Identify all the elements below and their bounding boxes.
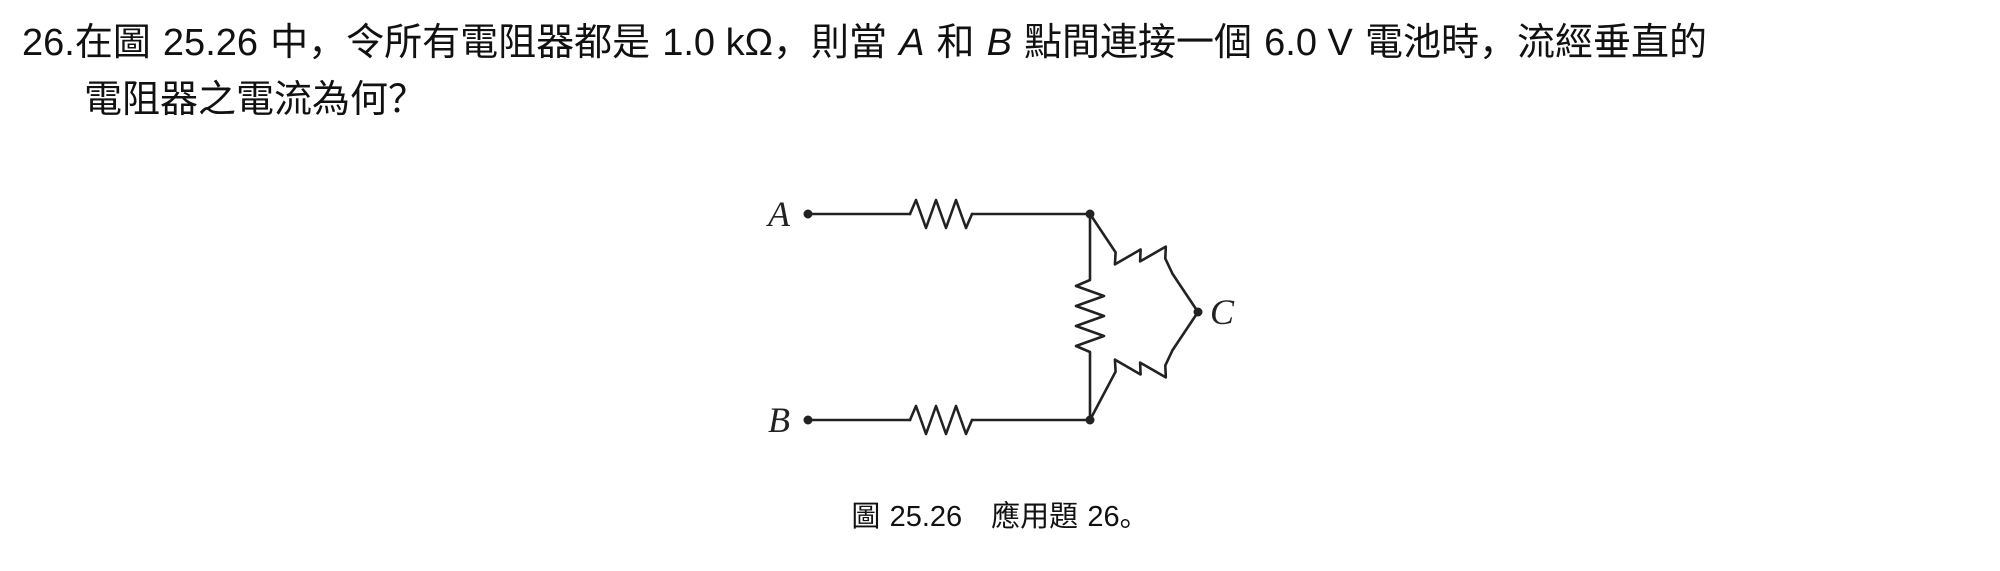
problem-text-part: 電池時，流經垂直的 <box>1352 20 1707 64</box>
label-c: C <box>1210 292 1235 332</box>
junction-bottom-dot <box>1085 415 1095 425</box>
top-resistor <box>908 198 974 230</box>
terminal-a-dot <box>803 209 813 219</box>
bottom-resistor <box>908 404 974 436</box>
problem-text-part: 和 <box>924 20 987 64</box>
terminal-b-dot <box>803 415 813 425</box>
problem-text-part: 在圖 <box>74 20 163 64</box>
problem-number: 26. <box>22 22 75 64</box>
lower-diagonal-resistor <box>1088 310 1200 422</box>
figure-caption: 圖 25.26 應用題 26。 <box>0 496 2000 537</box>
caption-prefix: 圖 <box>851 499 890 533</box>
circuit-figure: A B C <box>740 180 1260 450</box>
resistance-value: 1.0 kΩ <box>662 22 773 64</box>
point-a-ref: A <box>899 22 925 64</box>
point-b-ref: B <box>986 22 1012 64</box>
label-b: B <box>768 400 790 440</box>
caption-problem-ref: 26 <box>1087 501 1120 533</box>
problem-line-2: 電阻器之電流為何？ <box>84 77 427 121</box>
caption-figure-number: 25.26 <box>889 501 963 533</box>
circuit-diagram: A B C <box>766 194 1235 440</box>
battery-voltage: 6.0 V <box>1264 22 1353 64</box>
caption-text: 應用題 <box>962 499 1088 533</box>
problem-text-part: 中，令所有電阻器都是 <box>258 20 663 64</box>
problem-line-1: 26.在圖 25.26 中，令所有電阻器都是 1.0 kΩ，則當 A 和 B 點… <box>22 14 1982 71</box>
node-c-dot <box>1193 307 1203 317</box>
junction-top-dot <box>1085 209 1095 219</box>
caption-suffix: 。 <box>1119 499 1149 533</box>
problem-text-part: 點間連接一個 <box>1011 20 1265 64</box>
figure-reference: 25.26 <box>162 22 259 64</box>
problem-text-part: ，則當 <box>772 20 900 64</box>
problem-text: 26.在圖 25.26 中，令所有電阻器都是 1.0 kΩ，則當 A 和 B 點… <box>22 14 1982 127</box>
vertical-resistor <box>1074 212 1106 422</box>
upper-diagonal-resistor <box>1088 212 1200 314</box>
label-a: A <box>766 194 791 234</box>
